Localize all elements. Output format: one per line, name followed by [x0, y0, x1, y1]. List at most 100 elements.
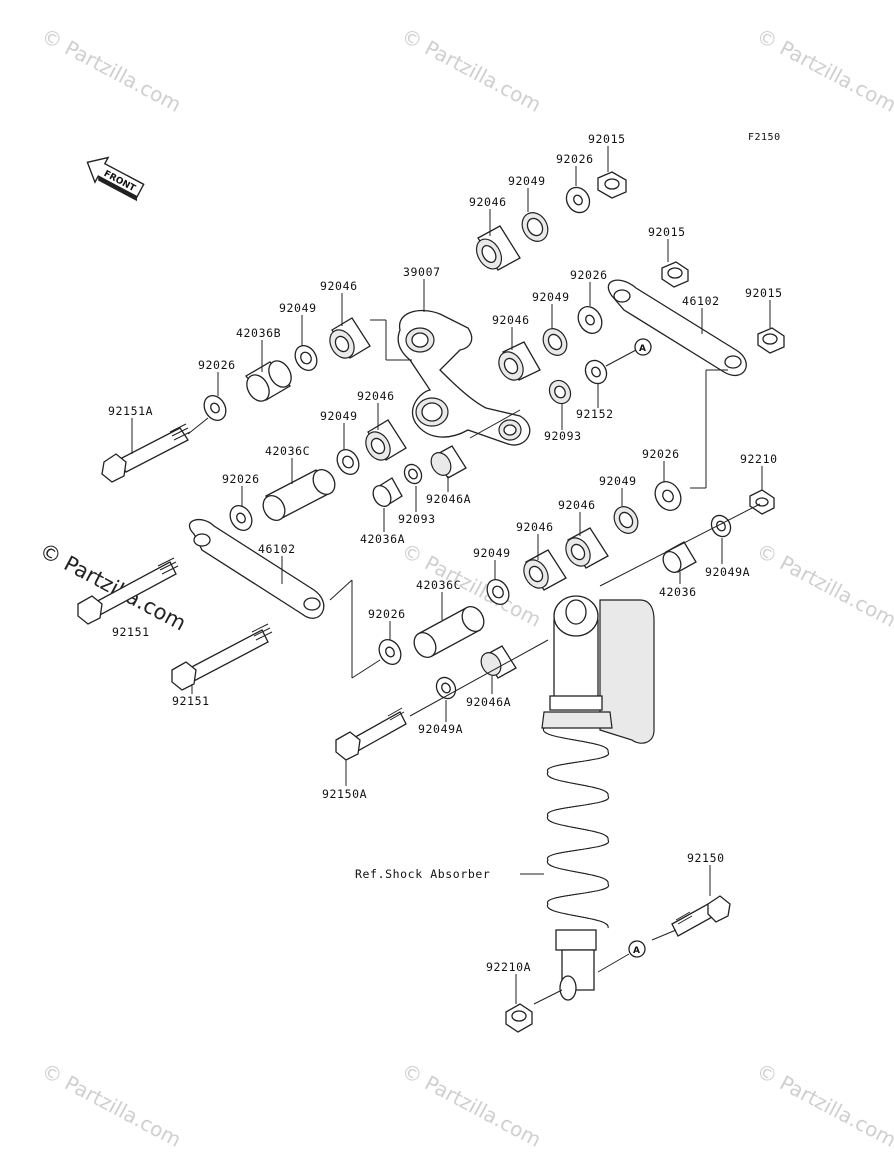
part-label: 92049 [320, 409, 358, 423]
nut-92015-right [757, 327, 785, 354]
part-label: 92150 [687, 851, 725, 865]
bearing-92046-right2 [523, 549, 567, 591]
part-label: 92015 [588, 132, 626, 146]
part-label: 92046 [558, 498, 596, 512]
watermark: © Partzilla.com [753, 538, 894, 632]
watermark: © Partzilla.com [753, 1058, 894, 1152]
seal-92049-lower [486, 579, 510, 605]
part-label: 92026 [368, 607, 406, 621]
watermark: © Partzilla.com [398, 1058, 546, 1152]
part-label: 92093 [398, 512, 436, 526]
reference-marker-a-lower: A [628, 940, 646, 958]
washer-92026-lower [378, 639, 402, 665]
collar-42036A [372, 477, 403, 507]
collar-42036 [662, 541, 697, 573]
seal-92049A-right [710, 514, 732, 538]
washer-92026-right [654, 481, 682, 511]
part-label: 92049 [279, 301, 317, 315]
part-label: 92152 [576, 407, 614, 421]
part-label: 46102 [682, 294, 720, 308]
washer-92026 [565, 186, 591, 214]
part-label: 92049 [508, 174, 546, 188]
ref-label: Ref.Shock Absorber [355, 867, 490, 881]
part-label: 92046 [469, 195, 507, 209]
part-label: 92026 [642, 447, 680, 461]
front-arrow-icon: FRONT [86, 156, 145, 202]
part-label: 46102 [258, 542, 296, 556]
part-label: 92046 [516, 520, 554, 534]
diagram-code: F2150 [748, 132, 781, 143]
collar-92152 [584, 359, 608, 385]
bolt-92151-lower [171, 623, 273, 691]
part-label: 42036 [659, 585, 697, 599]
labels: 92015 92026 92049 92046 92015 39007 9202… [108, 132, 782, 1004]
seal-92049-right [613, 506, 639, 534]
part-label: 92026 [570, 268, 608, 282]
shock-absorber [541, 595, 655, 1001]
nut-92015 [597, 171, 627, 199]
seal-92049 [521, 212, 549, 242]
watermark-dark: © Partzilla.com [36, 538, 190, 635]
rocker-arm-39007 [397, 309, 531, 446]
part-label: 42036A [360, 532, 405, 546]
part-label: 92046 [357, 389, 395, 403]
part-label: 92046A [466, 695, 511, 709]
bolt-92151-upper [77, 557, 179, 625]
part-label: 92049A [705, 565, 750, 579]
bolt-92151A [101, 423, 191, 483]
part-label: 92210 [740, 452, 778, 466]
bearing-92046A [430, 445, 467, 479]
watermark: © Partzilla.com [38, 1058, 186, 1152]
tie-rod-46102-upper [607, 279, 747, 377]
part-label: 92049 [599, 474, 637, 488]
part-label: 92046 [492, 313, 530, 327]
part-label: 92026 [198, 358, 236, 372]
part-label: 92026 [556, 152, 594, 166]
bearing-92046-mid [498, 341, 541, 381]
watermark: © Partzilla.com [753, 23, 894, 117]
part-label: 92151 [112, 625, 150, 639]
bearing-92046-center [365, 419, 407, 461]
reference-marker-a: A [634, 338, 652, 356]
seal-92049A-lower [435, 676, 457, 700]
part-label: 92093 [544, 429, 582, 443]
bolt-92150 [671, 895, 731, 937]
watermarks: © Partzilla.com © Partzilla.com © Partzi… [36, 23, 894, 1152]
bearing-92046-left [329, 317, 371, 359]
seal-92093-center [403, 463, 423, 485]
part-label: 92026 [222, 472, 260, 486]
part-label: 42036C [416, 578, 461, 592]
part-label: 92150A [322, 787, 367, 801]
part-label: 92015 [648, 225, 686, 239]
part-label: 39007 [403, 265, 441, 279]
part-label: 92049 [473, 546, 511, 560]
svg-text:A: A [633, 946, 640, 956]
bolt-92150A [335, 707, 407, 761]
washer-92026-mid [577, 306, 603, 334]
part-label: 92151A [108, 404, 153, 418]
nut-92210 [749, 489, 775, 515]
part-label: 42036B [236, 326, 281, 340]
collar-42036C-lower [413, 606, 485, 658]
part-label: 92046A [426, 492, 471, 506]
collar-42036B [245, 360, 292, 402]
bearing-92046 [475, 225, 521, 271]
seal-92049-center [336, 449, 360, 475]
nut-92015-upper [661, 261, 689, 288]
collar-42036C [262, 469, 336, 521]
tie-rod-46102-lower [188, 518, 325, 619]
washer-92026-center [229, 505, 253, 531]
bearing-92046-right [565, 527, 609, 569]
part-label: 92151 [172, 694, 210, 708]
washer-92026-left [203, 395, 227, 421]
part-label: 92046 [320, 279, 358, 293]
part-label: 92049A [418, 722, 463, 736]
seal-92049-left [294, 345, 318, 371]
bearing-92046A-lower [480, 645, 517, 679]
svg-text:A: A [639, 344, 646, 354]
watermark: © Partzilla.com [38, 23, 186, 117]
part-label: 42036C [265, 444, 310, 458]
part-label: 92049 [532, 290, 570, 304]
part-label: 92210A [486, 960, 531, 974]
